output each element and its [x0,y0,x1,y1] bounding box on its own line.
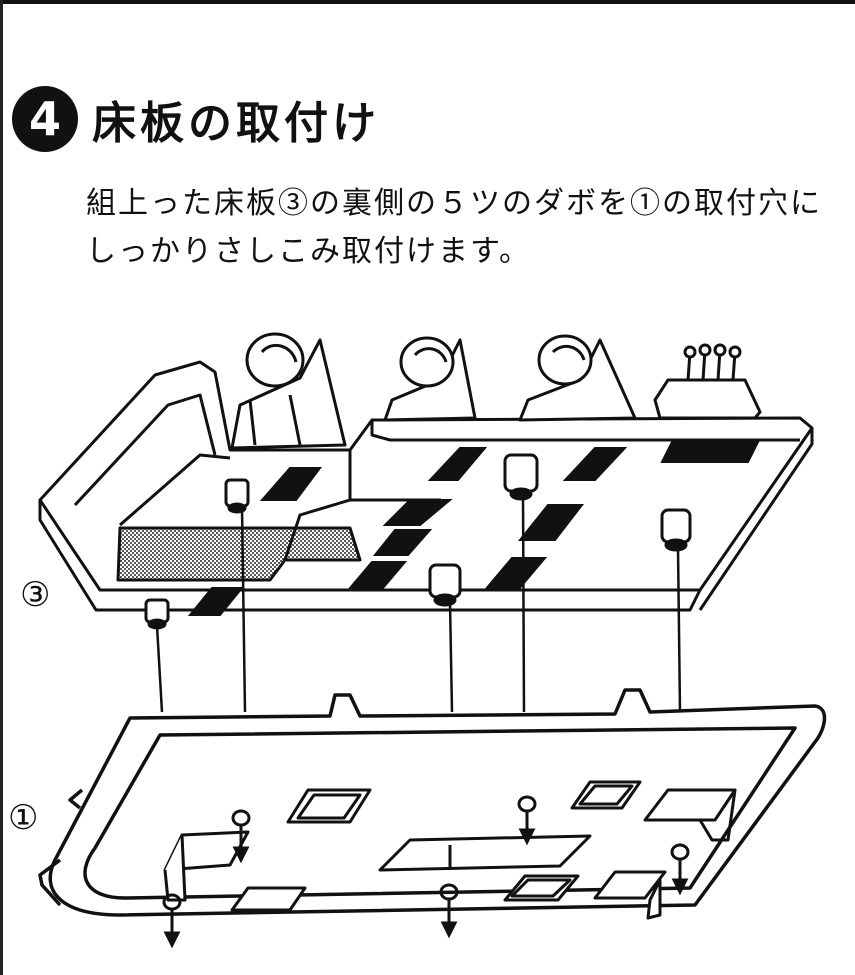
chassis [38,688,827,917]
mounting-hole [231,809,251,864]
step-title: 床板の取付け [92,98,380,149]
chassis-label: ① [8,798,39,838]
floor-plate-inner-wall [73,393,231,527]
dowel-peg [503,453,539,501]
assembly-diagram [38,332,827,949]
seat-row [230,332,762,450]
floor-plate-label: ③ [20,575,51,615]
dowel-pegs [144,453,692,630]
seat-1 [230,332,347,450]
seat-2 [383,336,477,422]
chassis-details [163,780,737,920]
instruction-text: 組上った床板③の裏側の５ツのダボを①の取付穴に しっかりさしこみ取付けます。 [86,180,846,276]
step-number-badge: 4 [12,86,78,152]
alignment-lines [155,495,682,713]
left-border [0,0,3,975]
dowel-peg [224,478,250,514]
step-header: 4 床板の取付け [12,84,380,154]
control-panel [653,343,762,420]
mounting-hole [439,883,459,939]
mounting-holes [162,795,690,949]
floor-plate-edge [38,428,814,612]
instruction-line-2: しっかりさしこみ取付けます。 [86,234,531,269]
step-number: 4 [28,92,61,146]
chassis-outline [48,688,827,917]
mounting-hole [162,893,182,949]
mounting-hole [670,843,690,896]
dowel-peg [144,598,170,630]
floor-plate-holes [187,441,760,616]
dowel-peg [660,508,692,552]
chassis-inner-rim [83,726,797,900]
top-border [0,0,855,4]
mounting-hole [517,795,537,846]
seat-3 [518,334,637,422]
instruction-line-1: 組上った床板③の裏側の５ツのダボを①の取付穴に [86,186,822,221]
dowel-peg [428,563,462,607]
